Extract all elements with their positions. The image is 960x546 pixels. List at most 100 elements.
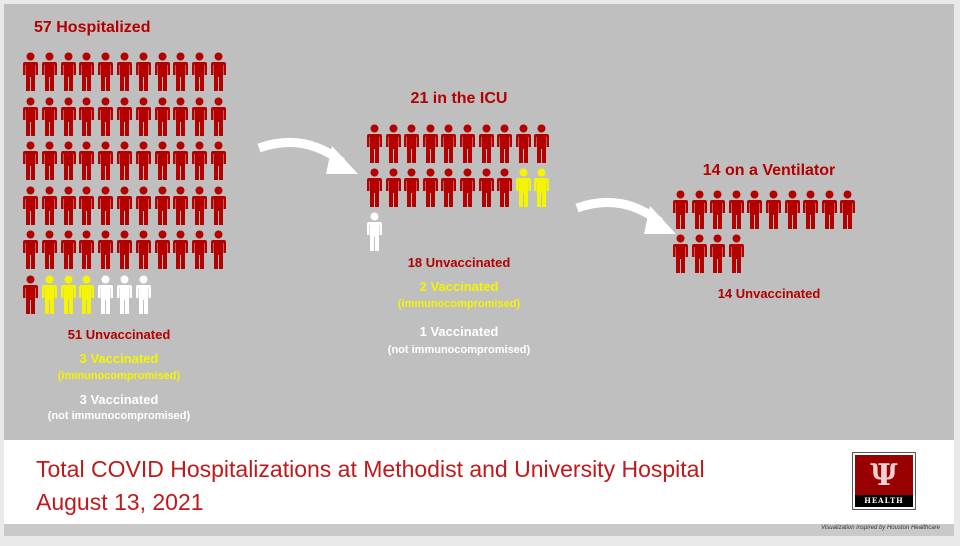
person-icon-unvaccinated [22,52,39,97]
person-icon-unvaccinated [533,124,550,169]
person-icon-unvaccinated [210,52,227,97]
person-icon-unvaccinated [385,124,402,169]
person-icon-unvaccinated [22,186,39,231]
credit-strip: Visualization inspired by Houston Health… [4,524,954,536]
person-icon-unvaccinated [41,52,58,97]
person-icon-vaccinated-immunocompromised [60,275,77,320]
ventilator-title: 14 on a Ventilator [702,162,836,179]
person-icon-unvaccinated [821,190,838,235]
infographic-panel: 57 Hospitalized 51 Unvaccinated 3 Vaccin… [4,4,954,440]
person-icon-unvaccinated [709,234,726,279]
person-icon-vaccinated-immunocompromised [533,168,550,213]
person-icon-unvaccinated [172,230,189,275]
chart-title: Total COVID Hospitalizations at Methodis… [36,456,705,482]
person-icon-unvaccinated [135,186,152,231]
arrow-icon [257,138,358,174]
hosp-unvaccinated-label: 51 Unvaccinated [67,327,171,342]
person-icon-unvaccinated [116,52,133,97]
person-icon-unvaccinated [41,141,58,186]
person-icon-unvaccinated [746,190,763,235]
person-icon-vaccinated-not-immunocompromised [97,275,114,320]
person-icon-unvaccinated [691,190,708,235]
person-icon-unvaccinated [210,186,227,231]
person-icon-unvaccinated [97,141,114,186]
person-icon-unvaccinated [459,168,476,213]
person-icon-vaccinated-not-immunocompromised [116,275,133,320]
person-icon-unvaccinated [78,52,95,97]
arrow-icon [575,198,676,234]
person-icon-unvaccinated [172,52,189,97]
person-icon-unvaccinated [22,141,39,186]
person-icon-unvaccinated [22,275,39,320]
person-icon-vaccinated-immunocompromised [41,275,58,320]
person-icon-unvaccinated [135,141,152,186]
person-icon-unvaccinated [116,230,133,275]
logo-text: HEALTH [864,496,904,505]
person-icon-unvaccinated [691,234,708,279]
hosp-not-immuno-label: 3 Vaccinated [79,392,159,407]
person-icon-vaccinated-not-immunocompromised [366,212,383,257]
person-icon-unvaccinated [728,234,745,279]
person-icon-unvaccinated [515,124,532,169]
person-icon-unvaccinated [22,97,39,142]
person-icon-unvaccinated [191,141,208,186]
person-icon-unvaccinated [422,124,439,169]
person-icon-unvaccinated [210,97,227,142]
person-icon-unvaccinated [784,190,801,235]
icu-immuno-label: 2 Vaccinated [419,279,499,294]
person-icon-unvaccinated [440,168,457,213]
person-icon-unvaccinated [41,186,58,231]
person-icon-unvaccinated [672,190,689,235]
person-icon-unvaccinated [172,141,189,186]
person-icon-unvaccinated [403,124,420,169]
person-icon-unvaccinated [172,97,189,142]
person-icon-unvaccinated [478,168,495,213]
person-icon-unvaccinated [709,190,726,235]
person-icon-unvaccinated [41,230,58,275]
person-icon-unvaccinated [116,141,133,186]
hosp-not-immuno-sub: (not immunocompromised) [47,410,191,422]
person-icon-unvaccinated [839,190,856,235]
person-icon-unvaccinated [496,124,513,169]
icu-immuno-sub: (immunocompromised) [397,298,521,310]
person-icon-unvaccinated [60,97,77,142]
person-icon-unvaccinated [440,124,457,169]
person-icon-vaccinated-not-immunocompromised [135,275,152,320]
person-icon-unvaccinated [78,230,95,275]
person-icon-vaccinated-immunocompromised [78,275,95,320]
person-icon-unvaccinated [385,168,402,213]
person-icon-unvaccinated [116,97,133,142]
person-icon-unvaccinated [765,190,782,235]
credit-text: Visualization inspired by Houston Health… [821,525,940,531]
person-icon-unvaccinated [154,97,171,142]
icu-title: 21 in the ICU [410,90,508,107]
person-icon-unvaccinated [210,230,227,275]
person-icon-unvaccinated [78,186,95,231]
person-icon-unvaccinated [802,190,819,235]
person-icon-unvaccinated [135,52,152,97]
hosp-immuno-sub: (immunocompromised) [57,370,181,382]
person-icon-unvaccinated [478,124,495,169]
chart-date: August 13, 2021 [36,489,204,515]
person-icon-unvaccinated [366,168,383,213]
person-icon-unvaccinated [97,97,114,142]
person-icon-unvaccinated [191,186,208,231]
person-icon-unvaccinated [78,97,95,142]
person-icon-unvaccinated [135,230,152,275]
person-icon-unvaccinated [60,186,77,231]
person-icon-unvaccinated [154,52,171,97]
person-icon-vaccinated-immunocompromised [515,168,532,213]
trident-icon: Ψ [855,455,913,495]
person-icon-unvaccinated [172,186,189,231]
icu-not-immuno-sub: (not immunocompromised) [387,344,531,356]
person-icon-unvaccinated [191,230,208,275]
hospitalized-title: 57 Hospitalized [34,19,151,36]
person-icon-unvaccinated [728,190,745,235]
person-icon-unvaccinated [191,52,208,97]
person-icon-unvaccinated [78,141,95,186]
person-icon-unvaccinated [97,52,114,97]
person-icon-unvaccinated [366,124,383,169]
person-icon-unvaccinated [135,97,152,142]
vent-unvaccinated-label: 14 Unvaccinated [717,286,821,301]
iu-health-logo: Ψ HEALTH [852,452,916,510]
